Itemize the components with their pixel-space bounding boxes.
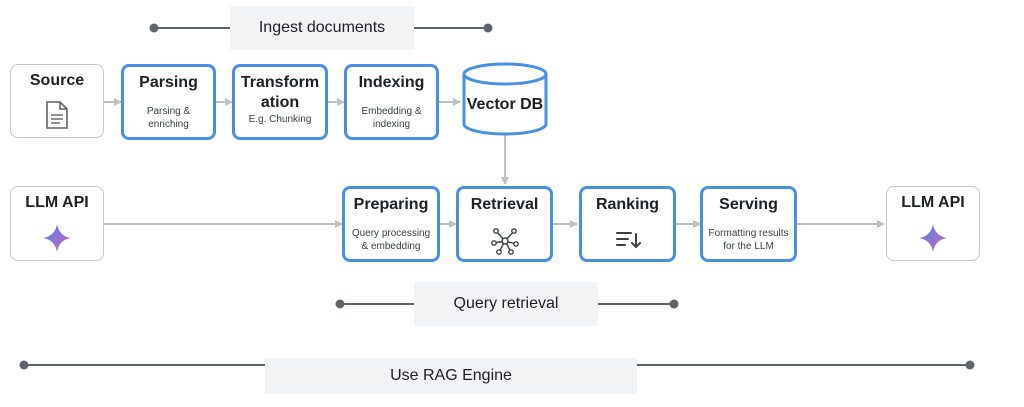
transformation-node: Transform ation E.g. Chunking [232,64,328,140]
document-icon [46,101,68,129]
preparing-subtitle: Query processing & embedding [351,228,431,252]
retrieval-node: Retrieval [456,186,553,262]
serving-title: Serving [719,196,778,213]
llm-api-output-node: LLM API [886,186,980,261]
serving-node: Serving Formatting results for the LLM [700,186,797,262]
sparkle-icon [43,224,71,252]
query-stage-label: Query retrieval [414,282,598,326]
parsing-node: Parsing Parsing & enriching [121,64,216,140]
engine-stage-label: Use RAG Engine [265,358,637,394]
llm-api-output-title: LLM API [901,194,965,211]
parsing-title: Parsing [139,74,198,91]
sort-icon [615,232,641,249]
indexing-subtitle: Embedding & indexing [361,106,422,130]
serving-subtitle: Formatting results for the LLM [708,228,789,252]
source-node: Source [10,64,104,138]
vector-db-cylinder [462,62,548,136]
preparing-title: Preparing [353,196,429,213]
ranking-node: Ranking [579,186,676,262]
indexing-title: Indexing [358,74,425,91]
ingest-stage-label: Ingest documents [230,6,414,50]
llm-api-input-title: LLM API [25,194,89,211]
llm-api-input-node: LLM API [10,186,104,261]
ranking-title: Ranking [595,196,660,213]
sparkle-icon [919,224,947,252]
retrieval-title: Retrieval [470,196,539,213]
transformation-subtitle: E.g. Chunking [248,114,312,125]
network-icon [490,228,519,255]
indexing-node: Indexing Embedding & indexing [344,64,439,140]
parsing-subtitle: Parsing & enriching [146,106,191,130]
source-title: Source [29,72,85,89]
preparing-node: Preparing Query processing & embedding [342,186,440,262]
transformation-title: Transform ation [240,74,320,111]
vector-db-title: Vector DB [466,96,544,113]
